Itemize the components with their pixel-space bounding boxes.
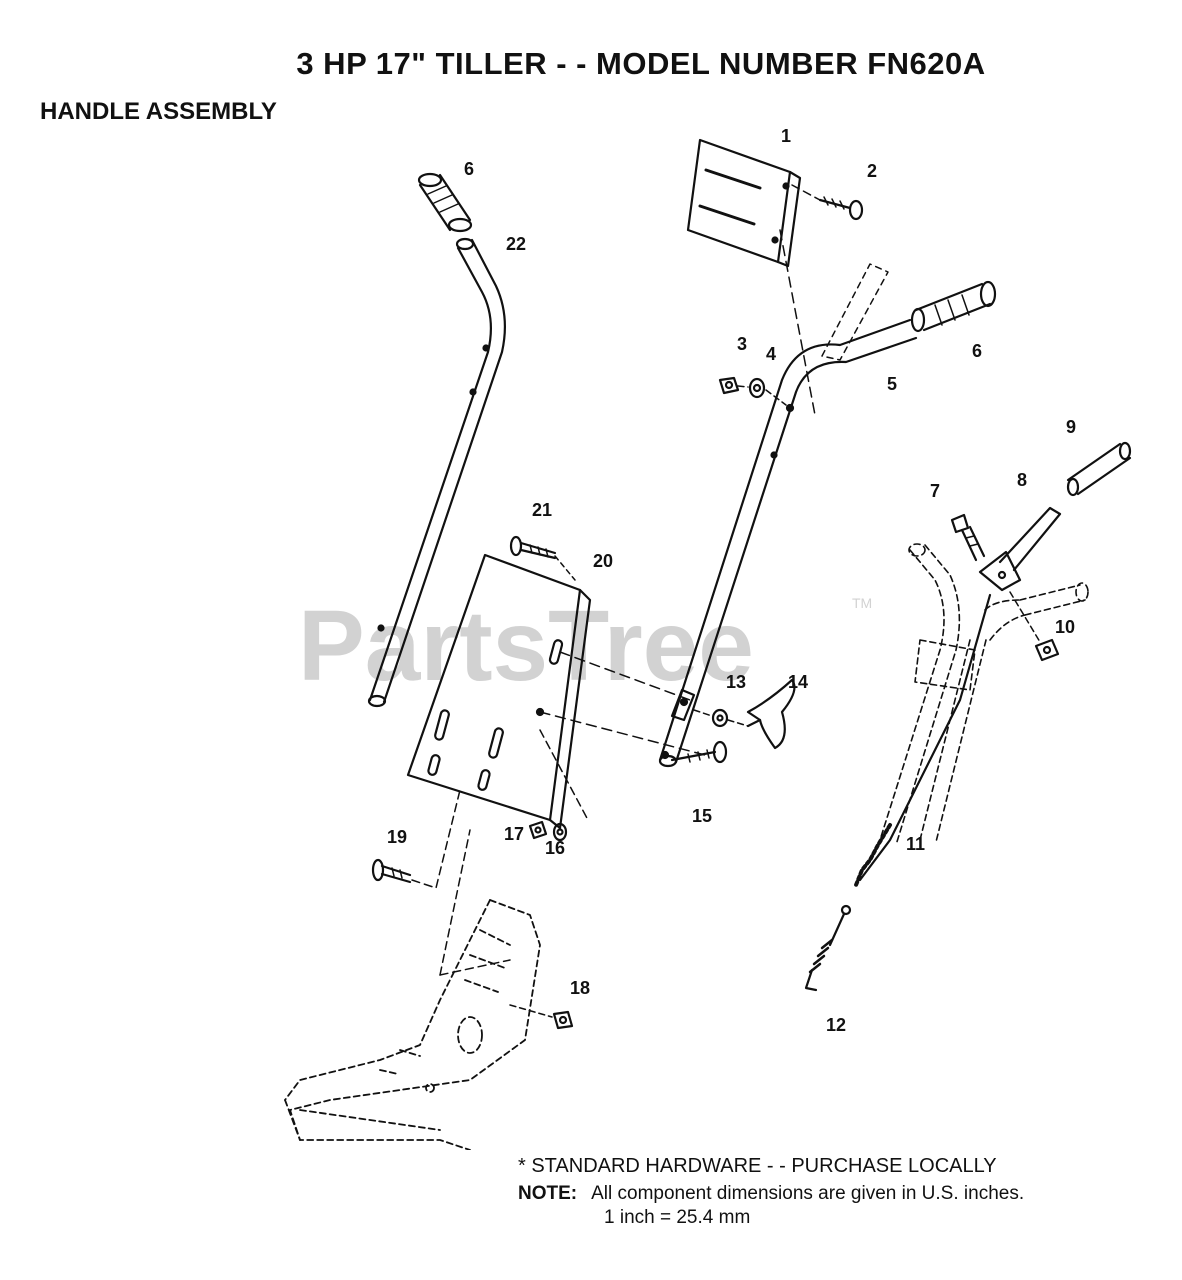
part-label-2: 2 bbox=[867, 161, 877, 181]
unit-conversion: 1 inch = 25.4 mm bbox=[604, 1207, 751, 1228]
dimension-note: NOTE: All component dimensions are given … bbox=[518, 1183, 1024, 1205]
part-label-19: 19 bbox=[387, 827, 407, 847]
part-label-10: 10 bbox=[1055, 617, 1075, 637]
left-handle-tube bbox=[367, 237, 506, 708]
part-label-15: 15 bbox=[692, 806, 712, 826]
handle-reference-outline bbox=[869, 543, 1089, 861]
bolt-19 bbox=[371, 858, 412, 884]
part-label-22: 22 bbox=[506, 234, 526, 254]
tiller-frame-outline bbox=[284, 899, 541, 1150]
part-label-17: 17 bbox=[504, 824, 524, 844]
handle-adjust-knob bbox=[746, 678, 796, 750]
washer-4 bbox=[748, 377, 766, 399]
part-label-6-left: 6 bbox=[464, 159, 474, 179]
part-label-7: 7 bbox=[930, 481, 940, 501]
part-label-14: 14 bbox=[788, 672, 808, 692]
note-text: All component dimensions are given in U.… bbox=[591, 1183, 1025, 1204]
control-panel-plate bbox=[686, 138, 802, 268]
standard-hardware-note: * STANDARD HARDWARE - - PURCHASE LOCALLY bbox=[518, 1155, 997, 1177]
nut-3 bbox=[718, 376, 740, 395]
part-label-5: 5 bbox=[887, 374, 897, 394]
bolt-15 bbox=[670, 740, 728, 764]
exploded-parts-diagram: PartsTree TM bbox=[284, 126, 1132, 1150]
right-handle-grip bbox=[910, 280, 997, 333]
part-label-13: 13 bbox=[726, 672, 746, 692]
part-label-18: 18 bbox=[570, 978, 590, 998]
cable-spring bbox=[804, 904, 852, 992]
part-label-9: 9 bbox=[1066, 417, 1076, 437]
nut-18 bbox=[552, 1010, 574, 1030]
part-label-8: 8 bbox=[1017, 470, 1027, 490]
note-label: NOTE: bbox=[518, 1183, 578, 1204]
section-title: HANDLE ASSEMBLY bbox=[40, 98, 277, 125]
lever-grip bbox=[1066, 441, 1132, 497]
part-label-11: 11 bbox=[906, 834, 925, 854]
right-handle-tube bbox=[658, 318, 918, 768]
part-label-16: 16 bbox=[545, 838, 565, 858]
nut-17 bbox=[528, 820, 548, 840]
diagram-title: 3 HP 17" TILLER - - MODEL NUMBER FN620A bbox=[296, 46, 986, 81]
left-handle-grip bbox=[417, 172, 473, 233]
handle-bracket-plate bbox=[406, 553, 592, 830]
part-label-1: 1 bbox=[781, 126, 791, 146]
bolt-21 bbox=[509, 535, 557, 560]
part-label-12: 12 bbox=[826, 1015, 846, 1035]
control-lever bbox=[978, 506, 1062, 592]
washer-13 bbox=[711, 708, 729, 728]
part-label-3: 3 bbox=[737, 334, 747, 354]
part-label-4: 4 bbox=[766, 344, 776, 364]
part-label-20: 20 bbox=[593, 551, 613, 571]
watermark-trademark: TM bbox=[852, 595, 872, 611]
bolt-2 bbox=[818, 196, 864, 221]
watermark: PartsTree bbox=[298, 590, 754, 702]
nut-10 bbox=[1034, 638, 1060, 662]
part-label-21: 21 bbox=[532, 500, 552, 520]
washer-16 bbox=[552, 822, 568, 842]
throttle-cable bbox=[854, 593, 992, 887]
bolt-7 bbox=[950, 513, 986, 562]
part-label-6-right: 6 bbox=[972, 341, 982, 361]
